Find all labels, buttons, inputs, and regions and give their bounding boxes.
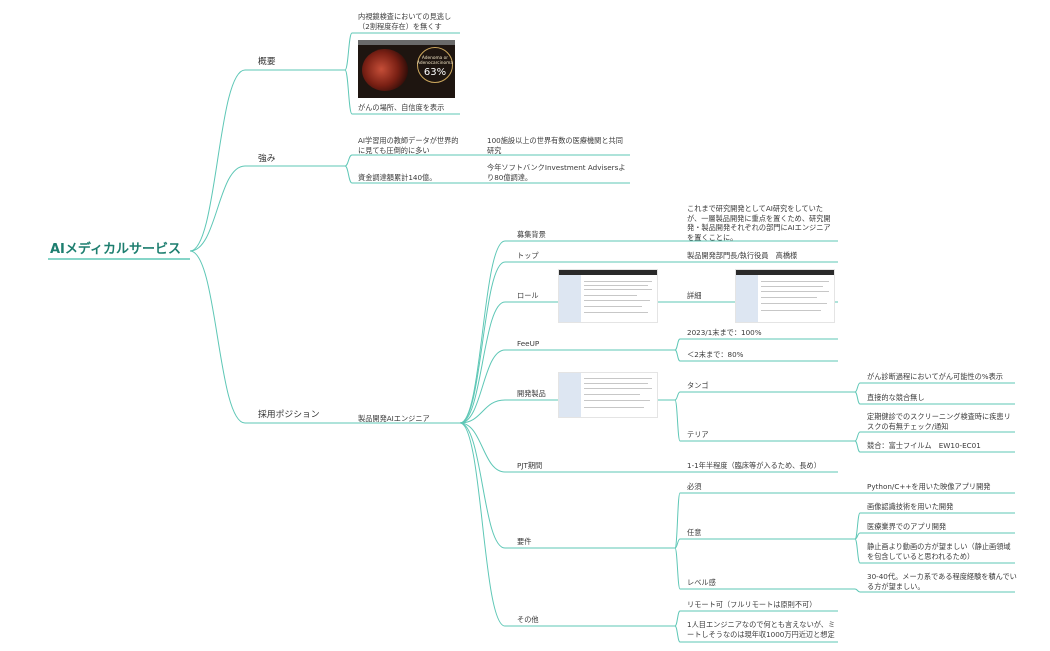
- youken-hissu[interactable]: 必須: [687, 482, 702, 491]
- confidence-dial: [417, 47, 453, 83]
- tango-feature[interactable]: がん診断過程においてがん可能性の%表示: [867, 372, 1003, 381]
- connector: [459, 261, 675, 424]
- node-products[interactable]: 開発製品: [517, 389, 546, 398]
- connector: [854, 532, 1015, 540]
- level-experience[interactable]: 30-40代。メーカ系である程度経験を積んでいる方が望ましい。: [867, 572, 1017, 591]
- connector: [674, 547, 855, 590]
- image-topbar: [358, 40, 455, 45]
- role-detail[interactable]: 詳細: [687, 291, 702, 300]
- connector: [459, 399, 675, 424]
- connector: [854, 431, 1015, 442]
- other-remote[interactable]: リモート可（フルリモートは原則不可）: [687, 600, 817, 609]
- fee-value-1[interactable]: 2023/1末まで：100%: [687, 328, 762, 337]
- product-teria[interactable]: テリア: [687, 430, 709, 439]
- node-pjt[interactable]: PJT期間: [517, 461, 543, 470]
- connector: [674, 349, 838, 362]
- connector: [459, 422, 675, 627]
- nini-video[interactable]: 静止画より動画の方が望ましい（静止画領域を包含していると思われるため）: [867, 542, 1011, 561]
- image-confidence-value: 63%: [423, 67, 447, 78]
- connector: [854, 588, 1015, 593]
- node-youken[interactable]: 要件: [517, 537, 532, 546]
- connector: [344, 32, 460, 71]
- node-boshu[interactable]: 募集背景: [517, 230, 546, 239]
- node-role[interactable]: ロール: [517, 291, 539, 300]
- branch-position[interactable]: 採用ポジション: [258, 410, 320, 420]
- connector: [854, 391, 1015, 405]
- tsuyomi-item-data-child[interactable]: 100施設以上の世界有数の医療機関と共同研究: [487, 136, 623, 155]
- youken-level[interactable]: レベル感: [687, 578, 716, 587]
- connector: [854, 382, 1015, 393]
- branch-gaiyou[interactable]: 概要: [258, 57, 276, 67]
- tsuyomi-item-funding[interactable]: 資金調達額累計140億。: [358, 173, 437, 182]
- connector: [674, 399, 855, 442]
- tsuyomi-item-data[interactable]: AI学習用の教師データが世界的に見ても圧倒的に多い: [358, 136, 459, 155]
- connector: [674, 338, 838, 351]
- top-detail[interactable]: 製品開発部門長/執行役員 高橋様: [687, 251, 798, 260]
- pjt-detail[interactable]: 1-1年半程度（臨床等が入るため、長め）: [687, 461, 821, 470]
- products-document-thumbnail[interactable]: [558, 372, 658, 418]
- connector: [674, 625, 838, 643]
- connector: [459, 349, 675, 424]
- root-node[interactable]: AIメディカルサービス: [50, 242, 181, 257]
- connector: [189, 69, 345, 252]
- hissu-python[interactable]: Python/C++を用いた映像アプリ開発: [867, 482, 991, 491]
- other-salary[interactable]: 1人目エンジニアなので何とも言えないが、ミートしそうなのは現年収1000万円近辺…: [687, 620, 836, 639]
- node-other[interactable]: その他: [517, 615, 539, 624]
- gaiyou-note-display[interactable]: がんの場所、自信度を表示: [358, 103, 445, 112]
- connector: [854, 538, 1015, 564]
- gaiyou-note-miss-rate[interactable]: 内視鏡検査においての見逃し（2割程度存在）を無くす: [358, 12, 452, 31]
- node-top[interactable]: トップ: [517, 251, 539, 260]
- connector: [854, 512, 1015, 540]
- connector: [189, 250, 460, 424]
- connector: [459, 240, 675, 424]
- endoscopy-tissue: [362, 49, 408, 91]
- image-label-line2: Adenocarcinoma: [417, 61, 453, 66]
- teria-competitor[interactable]: 競合：富士フイルム EW10-EC01: [867, 441, 981, 450]
- nini-image-recognition[interactable]: 画像認識技術を用いた開発: [867, 502, 954, 511]
- branch-tsuyomi[interactable]: 強み: [258, 154, 276, 164]
- role-document-thumbnail[interactable]: [558, 269, 658, 323]
- connector: [674, 391, 855, 401]
- connector: [674, 610, 838, 627]
- connector: [344, 69, 460, 115]
- teria-feature[interactable]: 定期健診でのスクリーニング検査時に疾患リスクの有無チェック/通知: [867, 412, 1011, 431]
- connector: [674, 492, 855, 549]
- tsuyomi-item-funding-child[interactable]: 今年ソフトバンクInvestment Advisersより80億調達。: [487, 163, 626, 182]
- node-fee[interactable]: FeeUP: [517, 339, 540, 348]
- tango-competitor[interactable]: 直接的な競合無し: [867, 393, 925, 402]
- product-tango[interactable]: タンゴ: [687, 381, 709, 390]
- connector: [189, 165, 345, 252]
- connector: [854, 440, 1015, 453]
- nini-medical-app[interactable]: 医療業界でのアプリ開発: [867, 522, 947, 531]
- position-role[interactable]: 製品開発AIエンジニア: [358, 414, 430, 423]
- youken-nini[interactable]: 任意: [687, 528, 702, 537]
- connector: [459, 422, 675, 473]
- detail-document-thumbnail[interactable]: [735, 269, 835, 323]
- image-label-line1: Adenoma or: [421, 56, 449, 61]
- connector: [344, 165, 475, 184]
- fee-value-2[interactable]: ＜2末まで：80%: [687, 350, 744, 359]
- endoscopy-image[interactable]: Adenoma or Adenocarcinoma 63%: [358, 40, 455, 98]
- connector: [459, 422, 675, 549]
- connector: [674, 538, 855, 549]
- connector: [459, 301, 675, 424]
- connector: [344, 154, 475, 167]
- boshu-detail[interactable]: これまで研究開発としてAI研究をしていたが、一層製品開発に重点を置くため、研究開…: [687, 204, 831, 242]
